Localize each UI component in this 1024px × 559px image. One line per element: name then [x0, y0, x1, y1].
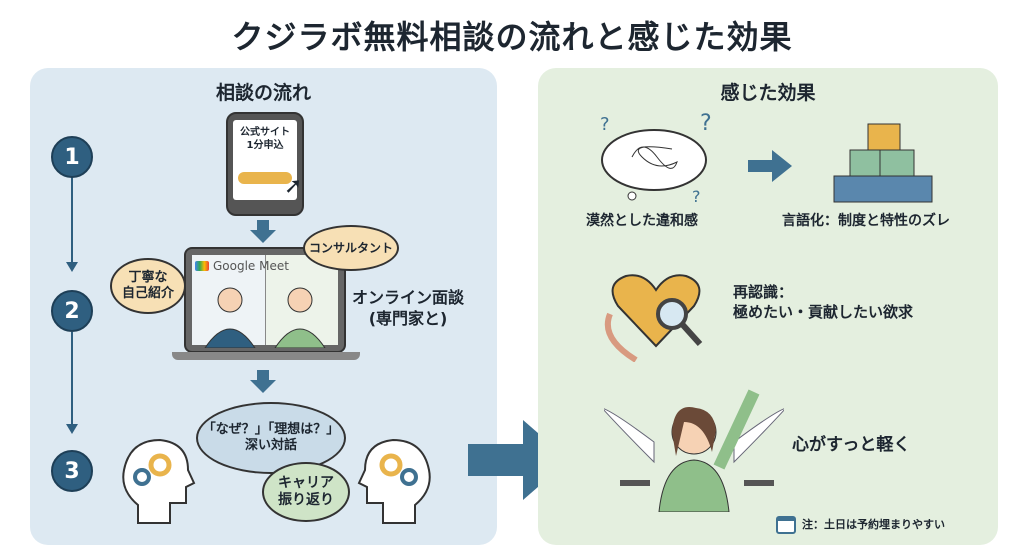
page-title: クジラボ無料相談の流れと感じた効果 [231, 18, 793, 56]
effect-lighter-heart: 心がすっと軽く [792, 435, 911, 455]
heart-magnifier-icon [604, 274, 703, 362]
down-arrow-icon [250, 220, 276, 243]
google-meet-logo: Google Meet [195, 259, 289, 273]
blocks-icon [833, 123, 933, 203]
head-gears-icon [122, 438, 196, 524]
head-gears-icon [357, 438, 431, 524]
self-intro-bubble: 丁寧な 自己紹介 [110, 258, 186, 314]
phone-text: 公式サイト 1分申込 [240, 127, 290, 151]
down-arrow-icon [250, 370, 276, 393]
step-connector [66, 170, 78, 434]
calendar-icon [776, 516, 796, 534]
participants-illustration [204, 287, 326, 348]
svg-text:?: ? [692, 187, 701, 204]
svg-text:?: ? [600, 114, 610, 135]
career-review-bubble: キャリア 振り返り [262, 462, 350, 522]
svg-text:?: ? [700, 112, 712, 136]
meet-label: Google Meet [213, 259, 289, 273]
step-2-badge: 2 [51, 290, 93, 332]
cursor-icon: ➚ [284, 174, 303, 199]
step-3-badge: 3 [51, 450, 93, 492]
effect-vague-discomfort: 漠然とした違和感 [586, 213, 698, 229]
booking-note: 注：土日は予約埋まりやすい [776, 514, 945, 534]
flow-heading: 相談の流れ [215, 82, 311, 104]
confused-cloud-icon: ??? [600, 112, 712, 204]
online-interview-label: オンライン面談 (専門家と) [352, 288, 465, 328]
consultant-bubble: コンサルタント [303, 225, 399, 271]
laptop-base [172, 352, 360, 360]
step-1-badge: 1 [51, 136, 93, 178]
smartphone-icon [226, 112, 304, 216]
effect-recognize: 再認識： 極めたい・貢献したい欲求 [733, 283, 914, 321]
dialogue-bubble: 「なぜ？」「理想は？」 深い対話 [196, 402, 346, 474]
happy-woman-wings-icon [604, 389, 784, 512]
apply-button[interactable] [238, 172, 292, 184]
right-arrow-icon [748, 150, 792, 182]
note-text: 注：土日は予約埋まりやすい [802, 518, 945, 531]
effect-verbalize: 言語化：制度と特性のズレ [782, 213, 950, 229]
effects-heading: 感じた効果 [720, 82, 816, 104]
